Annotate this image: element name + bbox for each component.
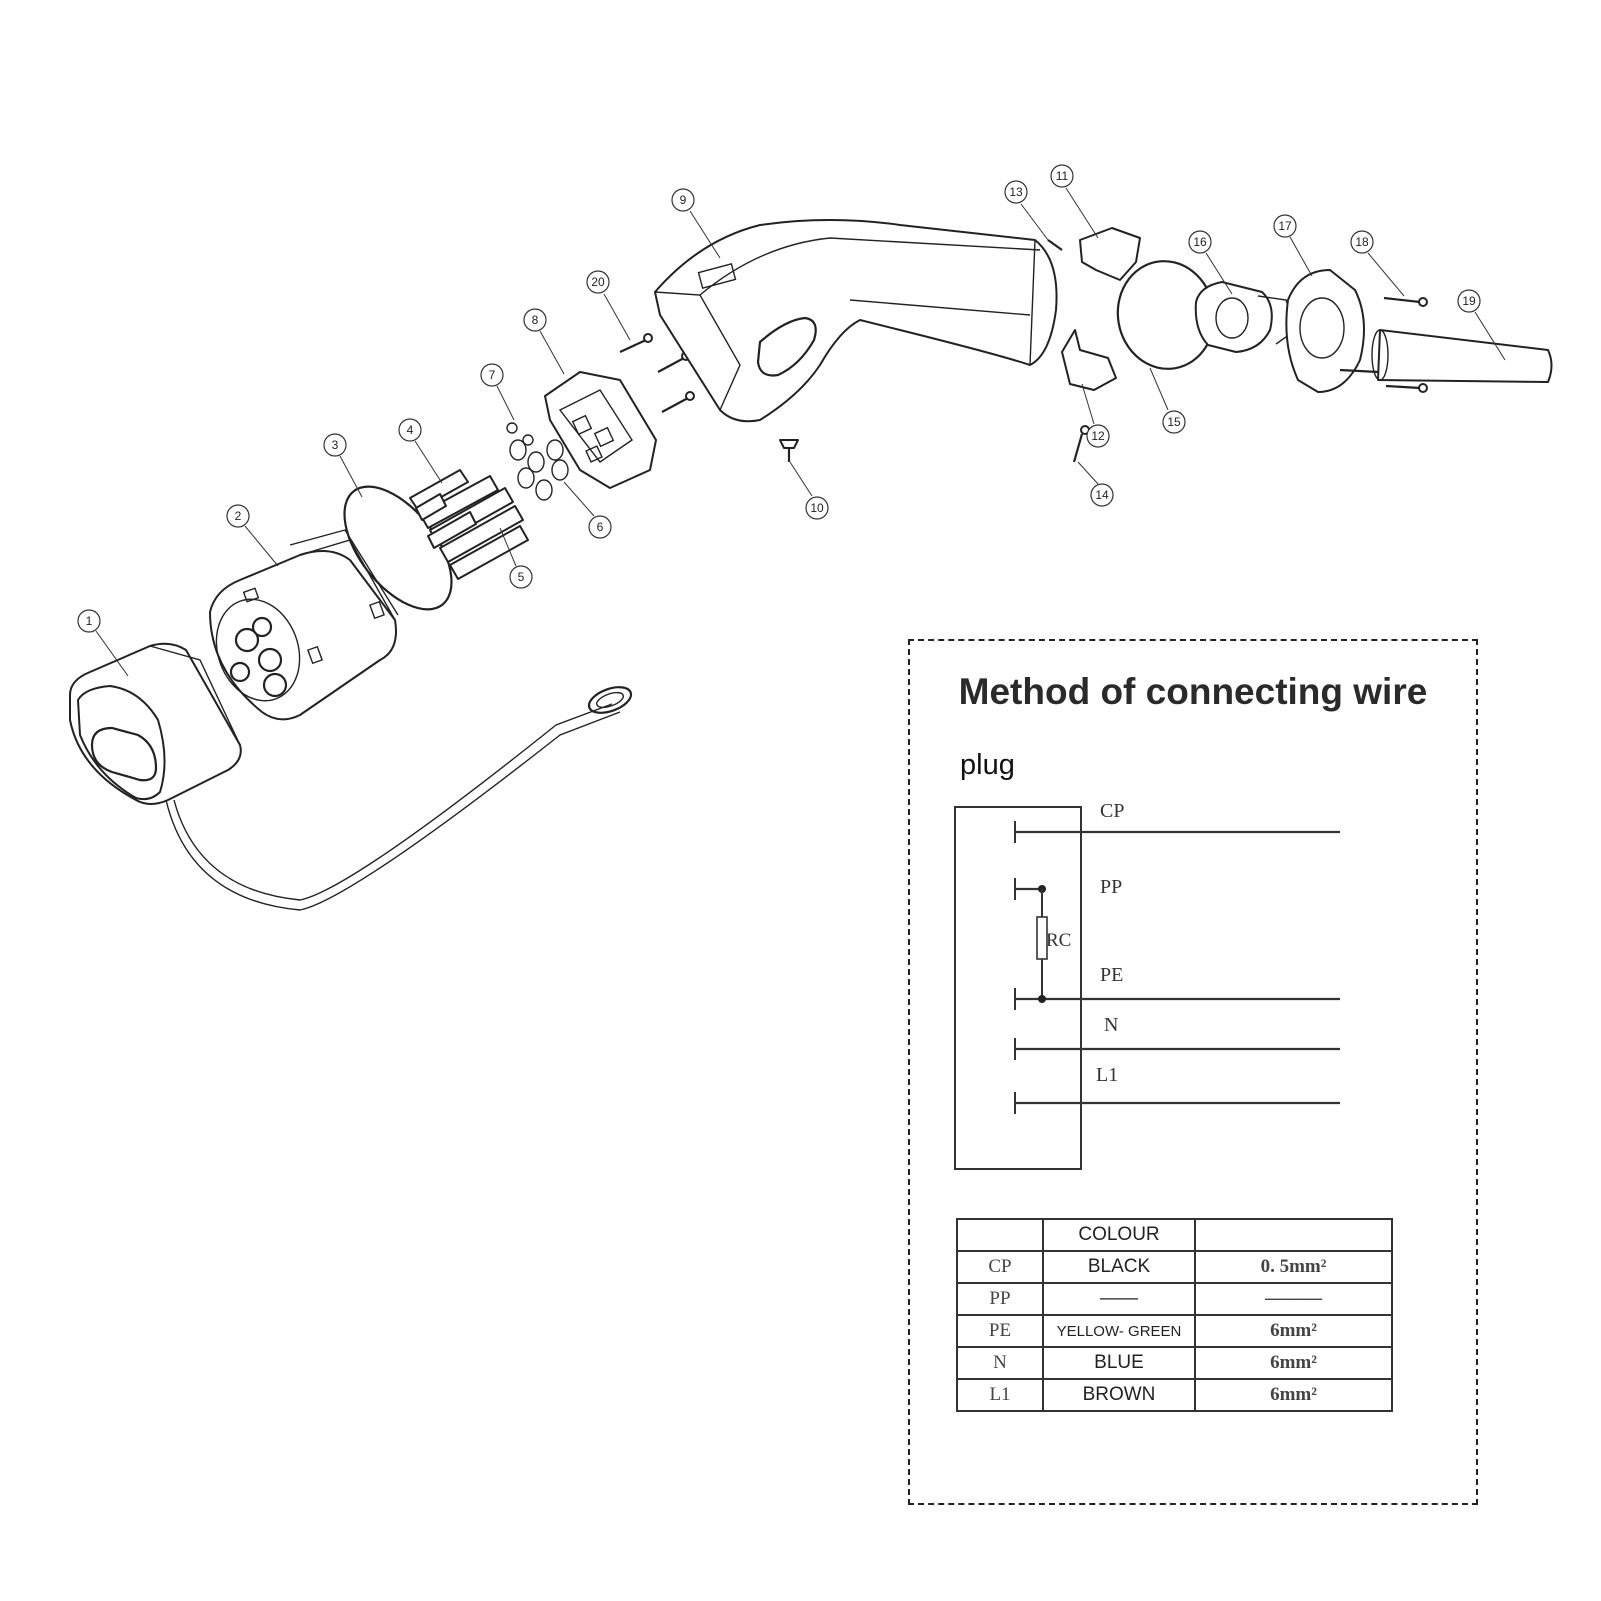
callout-17: 17 (1273, 214, 1313, 277)
part-17-rear-flange (1285, 269, 1365, 393)
callout-14: 14 (1077, 461, 1114, 507)
callout-3: 3 (323, 433, 363, 498)
plug-schematic: CP PP RC PE N L1 (954, 800, 1340, 1170)
svg-text:3: 3 (332, 438, 339, 452)
panel-title: Method of connecting wire (958, 671, 1428, 712)
wire-colour-table: COLOUR CP BLACK 0. 5mm² PP —— ——— PE YEL… (956, 1218, 1393, 1412)
svg-text:4: 4 (407, 423, 414, 437)
part-11-12-cable-clamps (1061, 227, 1141, 391)
svg-text:19: 19 (1462, 294, 1476, 308)
plug-body-box (954, 806, 1082, 1170)
callout-10: 10 (789, 461, 829, 520)
callout-20: 20 (586, 270, 631, 341)
svg-text:1: 1 (86, 614, 93, 628)
table-row: N BLUE 6mm² (956, 1346, 1393, 1380)
svg-text:11: 11 (1056, 169, 1069, 183)
part-9-handle-housing (654, 219, 1058, 423)
svg-text:17: 17 (1278, 219, 1292, 233)
callout-19: 19 (1457, 289, 1506, 361)
part-8-contact-carrier (544, 371, 657, 489)
svg-text:9: 9 (680, 193, 687, 207)
callout-5: 5 (499, 527, 533, 589)
wiring-method-panel: Method of connecting wire plug CP PP RC … (908, 639, 1478, 1505)
part-19-cable (1371, 329, 1553, 383)
table-header-row: COLOUR (956, 1218, 1393, 1252)
callout-16: 16 (1188, 230, 1233, 295)
rc-label: RC (1046, 930, 1071, 951)
callout-18: 18 (1350, 230, 1405, 297)
svg-text:2: 2 (235, 509, 242, 523)
pp-label: PP (1100, 876, 1122, 898)
l1-label: L1 (1096, 1064, 1118, 1086)
svg-text:10: 10 (810, 501, 824, 515)
callout-8: 8 (523, 308, 565, 375)
svg-text:14: 14 (1095, 488, 1109, 502)
svg-text:20: 20 (591, 275, 605, 289)
svg-text:15: 15 (1167, 415, 1181, 429)
svg-text:18: 18 (1355, 235, 1369, 249)
callout-15: 15 (1149, 367, 1186, 434)
svg-text:7: 7 (489, 368, 496, 382)
table-row: PP —— ——— (956, 1282, 1393, 1316)
table-row: CP BLACK 0. 5mm² (956, 1250, 1393, 1284)
callout-4: 4 (398, 418, 443, 484)
callout-1: 1 (77, 609, 129, 677)
callout-6: 6 (563, 481, 612, 539)
callout-2: 2 (226, 504, 279, 567)
svg-text:13: 13 (1009, 185, 1023, 199)
callout-9: 9 (671, 188, 721, 259)
svg-text:16: 16 (1193, 235, 1207, 249)
part-2-socket-front (209, 529, 399, 721)
callout-7: 7 (480, 363, 515, 421)
pe-label: PE (1100, 964, 1123, 986)
part-18-screws (1339, 296, 1428, 393)
part-10-screw (779, 439, 799, 462)
part-16-gland-nut (1194, 281, 1297, 353)
n-label: N (1104, 1014, 1118, 1036)
svg-text:12: 12 (1091, 429, 1105, 443)
svg-text:8: 8 (532, 313, 539, 327)
table-row: L1 BROWN 6mm² (956, 1378, 1393, 1412)
callout-11: 11 (1050, 164, 1099, 239)
cp-label: CP (1100, 800, 1124, 822)
svg-text:5: 5 (518, 570, 525, 584)
part-6-7-o-rings (506, 422, 569, 501)
callout-12: 12 (1081, 383, 1110, 448)
svg-text:6: 6 (597, 520, 604, 534)
part-4-5-contact-pins (409, 469, 529, 580)
callouts: 1 2 3 4 5 6 7 (77, 164, 1506, 677)
table-row: PE YELLOW- GREEN 6mm² (956, 1314, 1393, 1348)
part-1-protective-cap (69, 642, 633, 911)
callout-13: 13 (1004, 180, 1049, 241)
plug-label: plug (960, 749, 1015, 781)
